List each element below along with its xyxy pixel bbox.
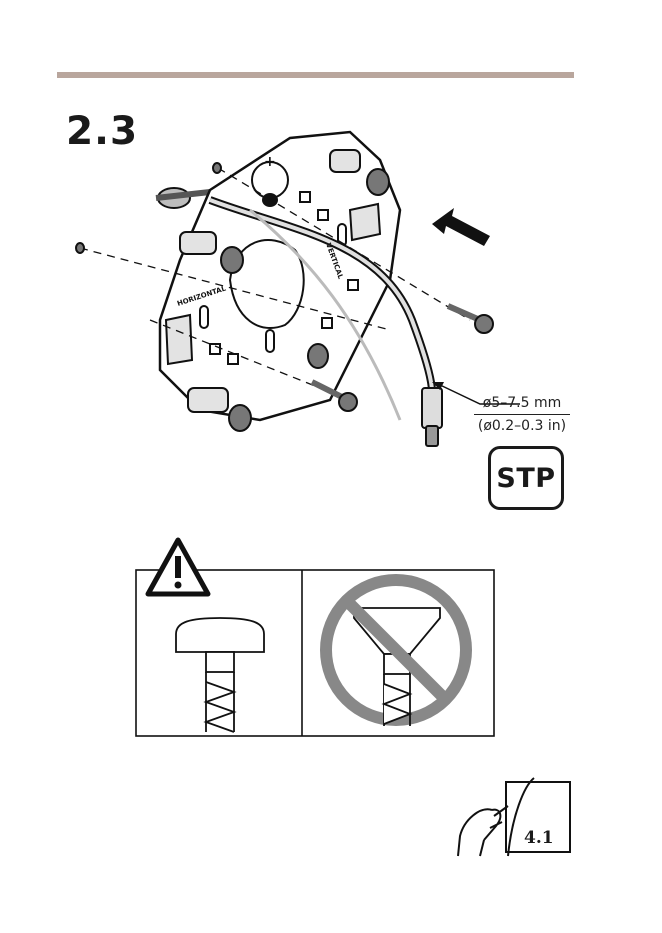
screw-type-panel bbox=[130, 536, 500, 742]
manual-page-reference: 4.1 bbox=[450, 776, 574, 860]
reference-section-number: 4.1 bbox=[524, 828, 554, 848]
header-rule bbox=[57, 72, 574, 78]
cable-diameter-spec: ø5–7.5 mm (ø0.2–0.3 in) bbox=[474, 392, 570, 437]
cable-diameter-mm: ø5–7.5 mm bbox=[474, 392, 570, 415]
svg-text:+: + bbox=[264, 154, 276, 170]
cable-diameter-in: (ø0.2–0.3 in) bbox=[478, 418, 566, 434]
stp-cable-badge: STP bbox=[488, 446, 564, 510]
mounting-bracket-illustration: HORIZONTAL VERTICAL + bbox=[60, 120, 520, 460]
warning-triangle-icon bbox=[148, 540, 208, 594]
manual-page-reference-icon bbox=[450, 776, 574, 860]
